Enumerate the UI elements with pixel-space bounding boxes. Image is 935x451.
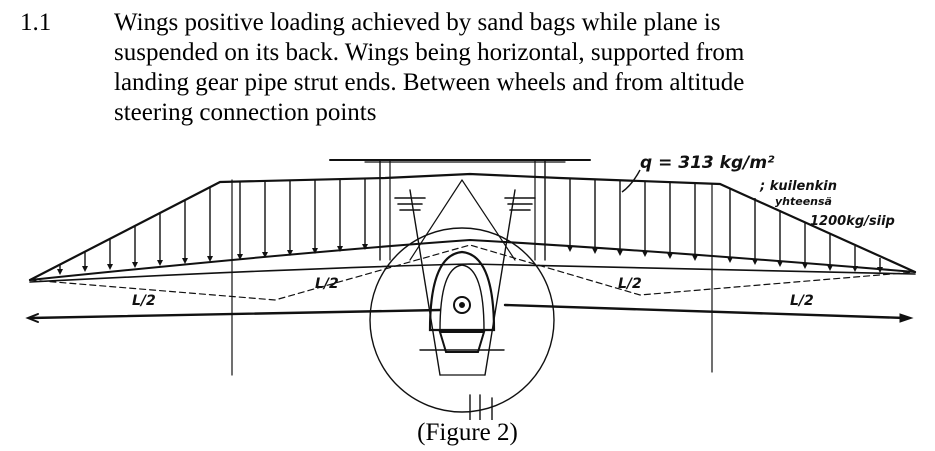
paragraph-line-2: suspended on its back. Wings being horiz… (114, 39, 745, 66)
span-dimension-line-right (503, 303, 907, 320)
paragraph-line-4: steering connection points (114, 99, 377, 126)
load-q-annotation: q = 313 kg/m² (640, 153, 775, 173)
section-number: 1.1 (20, 9, 52, 36)
figure-caption: (Figure 2) (417, 419, 518, 446)
note-line-2: yhteensä (775, 195, 832, 208)
half-span-inner-left-label: L/2 (315, 276, 339, 292)
load-envelope (28, 172, 917, 282)
paragraph-line-3: landing gear pipe strut ends. Between wh… (114, 69, 745, 96)
note-line-1: ; kuilenkin (759, 179, 837, 194)
wing-lower-line (29, 263, 916, 283)
half-span-right-label: L/2 (790, 293, 814, 309)
wing-loading-sketch: q = 313 kg/m² ; kuilenkin yhteensä 1200k… (25, 153, 917, 420)
load-arrows-left (57, 179, 368, 275)
half-span-inner-right-label: L/2 (618, 276, 642, 292)
paragraph: Wings positive loading achieved by sand … (114, 8, 894, 128)
half-span-left-label: L/2 (132, 293, 156, 309)
load-arrows-right (567, 179, 883, 273)
paragraph-line-1: Wings positive loading achieved by sand … (114, 9, 721, 36)
span-dimension-line (28, 308, 442, 320)
note-line-3: 1200kg/siip (810, 214, 895, 229)
